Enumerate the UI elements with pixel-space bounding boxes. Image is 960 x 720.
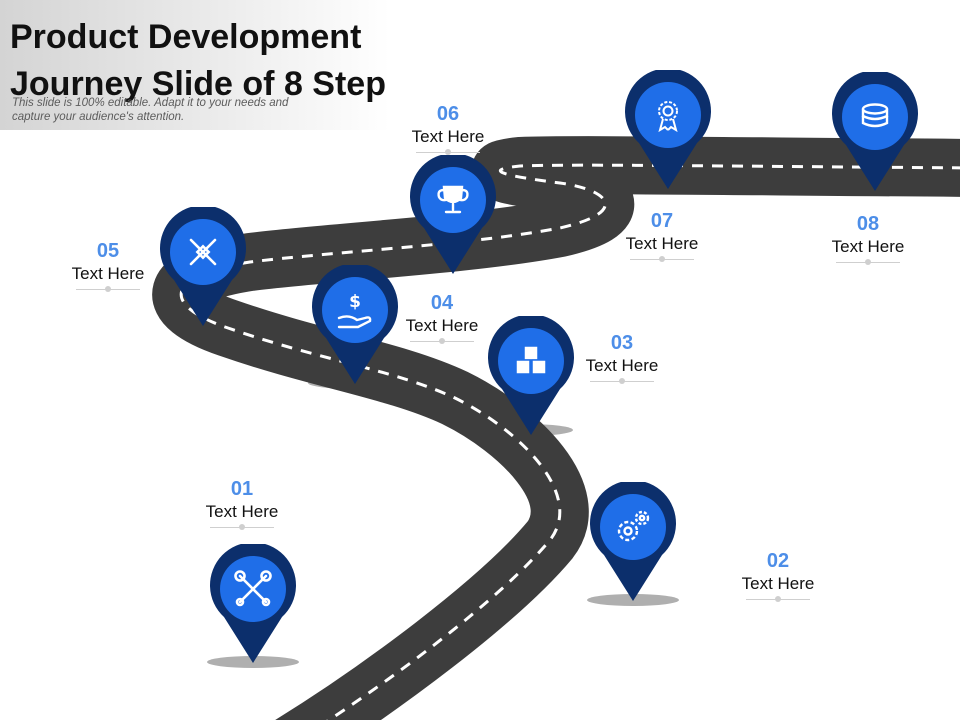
map-pin-04: $ bbox=[312, 265, 398, 384]
map-pin-07 bbox=[625, 70, 711, 189]
step-label-01: 01 Text Here bbox=[177, 478, 307, 530]
map-pin-01 bbox=[210, 544, 296, 663]
design-tools-icon bbox=[189, 238, 217, 266]
step-number: 06 bbox=[436, 103, 460, 125]
step-number: 04 bbox=[430, 292, 454, 314]
map-pin-06 bbox=[410, 155, 496, 274]
title-line-1: Product Development bbox=[10, 18, 362, 56]
coins-icon bbox=[861, 103, 889, 128]
step-number: 01 bbox=[230, 478, 254, 500]
step-number: 08 bbox=[856, 213, 880, 235]
slide-subtitle: This slide is 100% editable. Adapt it to… bbox=[12, 97, 289, 123]
step-text: Text Here bbox=[585, 356, 659, 375]
slide-title: Product Development Journey Slide of 8 S… bbox=[10, 14, 480, 108]
step-label-08: 08 Text Here bbox=[803, 213, 933, 265]
step-divider bbox=[630, 256, 694, 262]
money-hand-icon: $ bbox=[337, 292, 372, 329]
header-band bbox=[0, 0, 390, 130]
map-pin-03 bbox=[488, 316, 574, 435]
step-divider bbox=[836, 259, 900, 265]
award-ribbon-icon bbox=[658, 101, 678, 133]
step-label-04: 04 Text Here bbox=[377, 292, 507, 344]
step-label-05: 05 Text Here bbox=[43, 240, 173, 292]
step-text: Text Here bbox=[741, 574, 815, 593]
step-text: Text Here bbox=[831, 237, 905, 256]
step-text: Text Here bbox=[405, 316, 479, 335]
boxes-icon bbox=[515, 345, 547, 375]
step-divider bbox=[76, 286, 140, 292]
step-divider bbox=[210, 524, 274, 530]
trophy-icon bbox=[437, 185, 469, 214]
step-text: Text Here bbox=[411, 127, 485, 146]
step-label-06: 06 Text Here bbox=[383, 103, 513, 155]
step-label-02: 02 Text Here bbox=[713, 550, 843, 602]
map-pin-08 bbox=[832, 72, 918, 191]
title-line-2: Journey Slide of 8 Step bbox=[10, 65, 386, 103]
step-label-07: 07 Text Here bbox=[597, 210, 727, 262]
road-center-line bbox=[179, 163, 960, 720]
step-divider bbox=[746, 596, 810, 602]
tools-icon bbox=[234, 570, 272, 607]
step-divider bbox=[590, 378, 654, 384]
step-text: Text Here bbox=[625, 234, 699, 253]
step-text: Text Here bbox=[205, 502, 279, 521]
step-label-03: 03 Text Here bbox=[557, 332, 687, 384]
step-divider bbox=[416, 149, 480, 155]
step-text: Text Here bbox=[71, 264, 145, 283]
map-pin-05 bbox=[160, 207, 246, 326]
step-divider bbox=[410, 338, 474, 344]
step-number: 05 bbox=[96, 240, 120, 262]
step-number: 07 bbox=[650, 210, 674, 232]
step-number: 02 bbox=[766, 550, 790, 572]
svg-text:$: $ bbox=[349, 292, 361, 312]
step-number: 03 bbox=[610, 332, 634, 354]
map-pin-02 bbox=[590, 482, 676, 601]
gears-icon bbox=[617, 510, 650, 542]
